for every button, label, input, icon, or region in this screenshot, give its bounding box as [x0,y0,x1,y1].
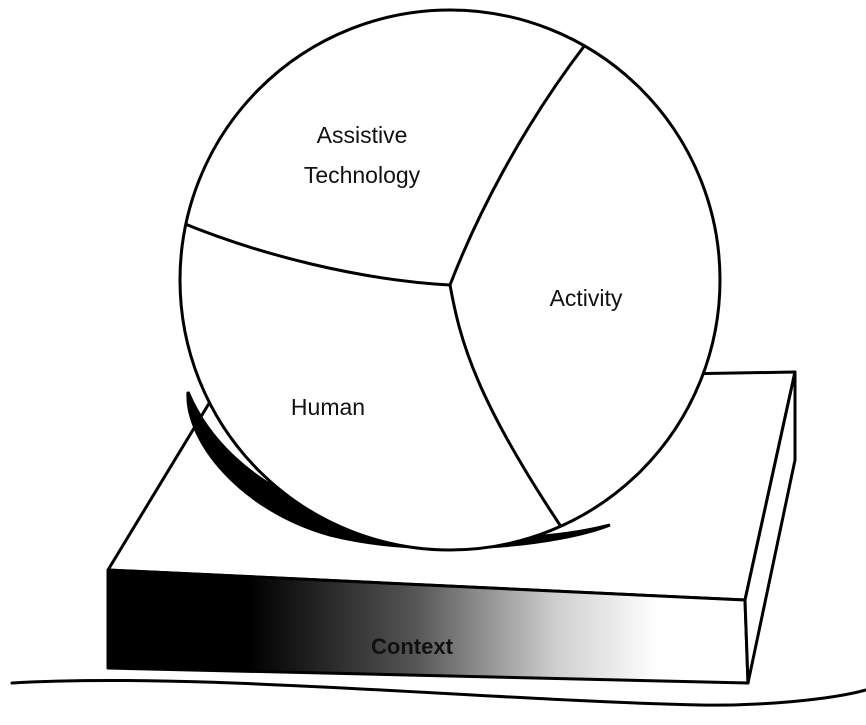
human-label: Human [291,394,365,420]
divider-human-technology [180,220,452,287]
base-side-face [743,370,797,685]
assistive-technology-label-line1: Assistive [317,122,408,148]
context-label: Context [371,634,454,659]
ground-line [10,678,866,707]
divider-human-activity [448,283,572,542]
activity-label: Activity [550,285,623,311]
sphere-outline [178,8,722,552]
sphere [178,8,722,552]
divider-technology-activity [448,43,587,287]
assistive-technology-label-line2: Technology [304,162,421,188]
